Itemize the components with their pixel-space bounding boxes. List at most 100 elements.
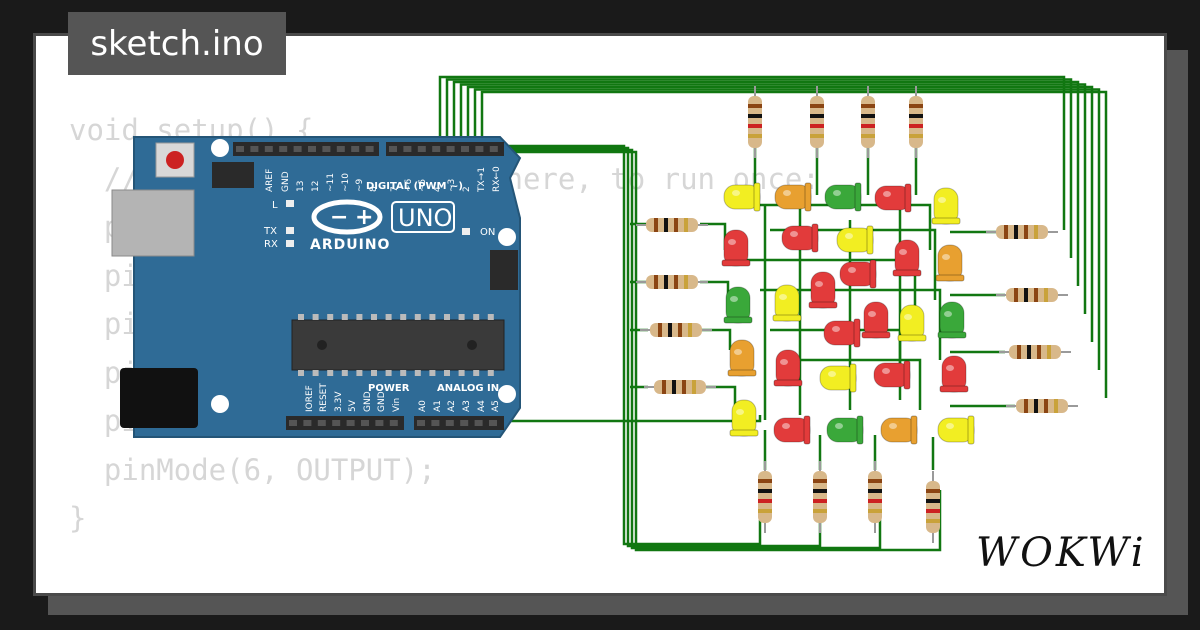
resistor-band — [926, 519, 940, 523]
resistor-band — [909, 114, 923, 118]
chip-pin — [312, 314, 319, 320]
resistor-band — [758, 479, 772, 483]
resistor-band — [813, 489, 827, 493]
chip-pin — [371, 314, 377, 320]
resistor-band — [672, 380, 676, 394]
led-rim — [861, 331, 891, 339]
led-rim — [849, 363, 857, 393]
led-rim — [811, 223, 819, 253]
led-rim — [856, 415, 864, 445]
resistor-band — [1034, 225, 1038, 239]
led-rim — [910, 415, 918, 445]
resistor-band — [684, 218, 688, 232]
led-on — [462, 228, 470, 235]
mounting-hole — [211, 395, 229, 413]
led — [939, 355, 969, 393]
resistor-body — [1006, 288, 1058, 302]
header-pin — [417, 420, 425, 426]
resistor-band — [861, 114, 875, 118]
chip-pin — [385, 314, 392, 320]
pin-label-top: AREF — [265, 169, 275, 192]
resistor-band — [1024, 225, 1028, 239]
led — [808, 271, 838, 309]
pin-label-analog: A0 — [418, 400, 428, 412]
header-digital-low — [386, 142, 504, 156]
arduino-uno-board[interactable]: −+ — [111, 136, 522, 438]
wire-bottom-bus — [410, 146, 822, 548]
header-pin — [417, 146, 426, 152]
resistor-body — [926, 481, 940, 533]
header-pin — [264, 146, 273, 152]
led-shine — [899, 249, 907, 255]
analog-label: ANALOG IN — [437, 383, 499, 394]
icsp-header-2 — [490, 250, 518, 290]
chip-pin — [400, 370, 407, 376]
resistor-body — [646, 218, 698, 232]
led-shine — [904, 314, 912, 320]
led-shine — [782, 423, 790, 429]
resistor-bottom — [758, 461, 772, 533]
sketch-tab[interactable]: sketch.ino — [68, 12, 286, 75]
led-rim — [853, 318, 861, 348]
power-label: POWER — [368, 383, 410, 394]
led-on-label: ON — [480, 227, 495, 238]
led — [839, 259, 877, 289]
pin-label-top: RX←0 — [492, 166, 502, 192]
header-pin — [308, 146, 316, 152]
led — [935, 244, 965, 282]
resistor-top — [810, 86, 824, 158]
chip-pin — [356, 314, 363, 320]
led-l-label: L — [272, 200, 278, 211]
resistor-top — [748, 86, 762, 158]
header-pin — [431, 420, 440, 426]
pin-label-power: 3.3V — [334, 391, 344, 412]
led — [892, 239, 922, 277]
header-pin — [446, 146, 455, 152]
header-pin — [489, 146, 498, 152]
resistor-band — [1044, 288, 1048, 302]
resistor-band — [684, 275, 688, 289]
led-shine — [946, 423, 954, 429]
resistor-band — [1014, 288, 1018, 302]
pin-label-analog: A1 — [433, 400, 443, 412]
header-pin — [250, 146, 259, 152]
resistor-band — [1044, 399, 1048, 413]
chip-pin — [356, 370, 363, 376]
resistor-band — [748, 104, 762, 108]
led — [826, 415, 864, 445]
resistor-band — [654, 275, 658, 289]
led-shine — [833, 190, 841, 196]
led — [819, 363, 857, 393]
pin-label-power: Vin — [392, 398, 402, 412]
wire-top-bus — [438, 75, 1066, 230]
resistor-body — [654, 380, 706, 394]
led-rim — [935, 274, 965, 282]
led-shine — [882, 368, 890, 374]
header-analog — [414, 416, 504, 430]
wire-top-bus — [480, 90, 1108, 398]
led — [874, 183, 912, 213]
resistor-band — [810, 134, 824, 138]
resistor-band — [758, 509, 772, 513]
wire-top-bus — [459, 83, 1087, 314]
pin-label-top: TX→1 — [477, 167, 487, 193]
resistor-band — [748, 124, 762, 128]
pin-label-power: GND — [363, 391, 373, 412]
resistor-band — [758, 489, 772, 493]
header-pin — [475, 146, 484, 152]
chip-pin — [327, 370, 334, 376]
led-rim — [729, 429, 759, 437]
led-shine — [883, 191, 891, 197]
chip-pin — [487, 314, 494, 320]
led-rx — [286, 240, 294, 247]
led-shine — [732, 190, 740, 196]
resistor-band — [1024, 399, 1028, 413]
resistor-bottom — [926, 471, 940, 543]
board-model-label: UNO — [398, 204, 452, 232]
header-power — [286, 416, 404, 430]
arduino-logo-minus: − — [330, 205, 348, 230]
led-rim — [967, 415, 975, 445]
resistor-right — [996, 288, 1068, 302]
resistor-left — [636, 275, 708, 289]
